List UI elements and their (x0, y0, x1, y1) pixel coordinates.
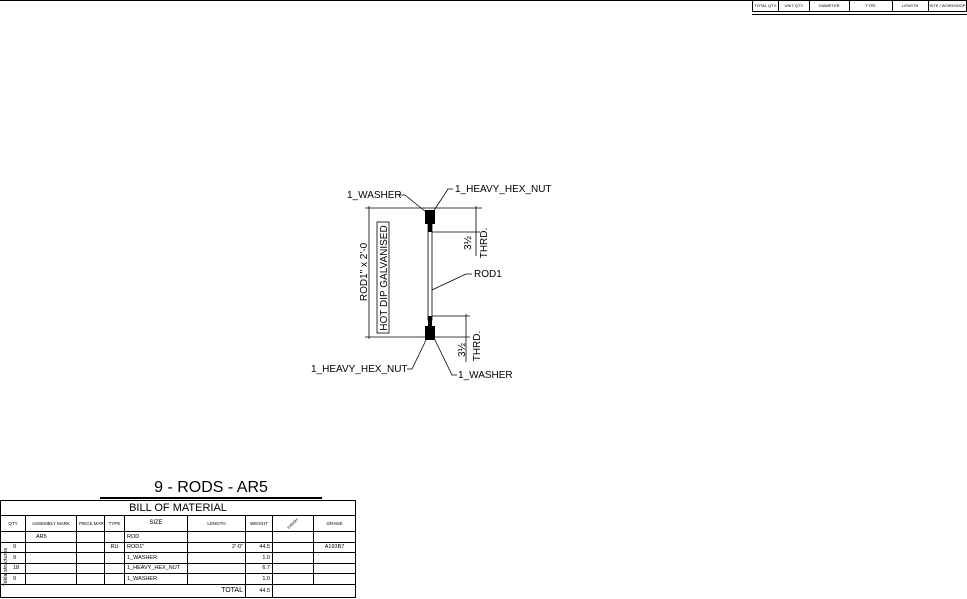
cell-piece (76, 531, 105, 543)
header-total-qty: TOTAL QTY. (753, 1, 780, 11)
thread-bottom-value: 3½ (457, 342, 468, 357)
cell-qty (0, 531, 26, 543)
cell-length (187, 531, 246, 543)
cell-length (187, 573, 246, 585)
cell-weight: 1.0 (245, 552, 273, 564)
label-nut-bottom: 1_HEAVY_HEX_NUT (311, 364, 408, 375)
cell-grade (312, 552, 357, 564)
header-length: LENGTH (893, 1, 929, 11)
col-size: SIZE (124, 515, 188, 532)
bom-header-row: QTY ASSEMBLY MARK PIECE MARK TYPE SIZE L… (0, 515, 357, 532)
thread-top-value: 3½ (463, 235, 474, 250)
tekla-side-label: Tekla structures (3, 547, 9, 587)
leader-rod (431, 273, 472, 291)
cell-piece (76, 573, 105, 585)
col-piece-mark: PIECE MARK (76, 515, 105, 532)
cell-grade (312, 573, 357, 585)
cell-type (104, 552, 125, 564)
cell-finish (272, 573, 314, 585)
total-spacer (0, 583, 188, 598)
cell-grade (312, 531, 357, 543)
cell-piece (76, 552, 105, 564)
cell-weight: 44.5 (245, 541, 273, 553)
top-nut-icon (425, 210, 435, 224)
cell-piece (76, 562, 105, 574)
cell-grade: A193B7 (312, 541, 357, 553)
bom-title: BILL OF MATERIAL (0, 500, 357, 516)
cell-assembly: AR5 (25, 531, 77, 543)
leader-nut-bottom (407, 337, 428, 370)
col-finish-label: FINISH (286, 517, 300, 530)
rod-body (427, 221, 433, 321)
finish-note: HOT DIP GALVANISED (379, 225, 390, 330)
cell-size: ROD (124, 531, 188, 543)
sheet-border-top (0, 0, 967, 1)
leader-washer-bottom (433, 337, 457, 376)
cell-length: 2'-0" (187, 541, 246, 553)
col-grade: GRADE (312, 515, 357, 532)
cell-length (187, 552, 246, 564)
cell-assembly (25, 562, 77, 574)
cell-weight: 6.7 (245, 562, 273, 574)
overall-dimension-text: ROD1" x 2'-0 (359, 242, 370, 301)
cell-size: 1_HEAVY_HEX_NUT (124, 562, 188, 574)
cell-type (104, 531, 125, 543)
cell-type: RU (104, 541, 125, 553)
cell-weight (245, 531, 273, 543)
cell-piece (76, 541, 105, 553)
finish-note-box (376, 221, 390, 334)
bottom-nut-icon (425, 326, 435, 340)
cell-finish (272, 541, 314, 553)
label-rod: ROD1 (474, 269, 502, 280)
cell-assembly (25, 552, 77, 564)
total-label: TOTAL (187, 583, 246, 598)
col-type: TYPE (104, 515, 125, 532)
thread-top-label: THRD. (479, 228, 490, 259)
cell-type (104, 573, 125, 585)
top-thread (428, 224, 432, 232)
header-type: TYPE (850, 1, 893, 11)
header-table: TOTAL QTY. UNIT QTY. DIAMETER TYPE LENGT… (752, 0, 967, 12)
bom-heading-underline (100, 497, 322, 499)
header-unit-qty: UNIT QTY. (779, 1, 810, 11)
cell-size: ROD1" (124, 541, 188, 553)
cell-length (187, 562, 246, 574)
cell-weight: 1.0 (245, 573, 273, 585)
label-washer-bottom: 1_WASHER (458, 370, 513, 381)
cell-type (104, 562, 125, 574)
bottom-thread (428, 316, 432, 326)
label-washer-top: 1_WASHER (347, 190, 402, 201)
header-underline (752, 14, 967, 15)
bom-heading: 9 - RODS - AR5 (154, 479, 268, 496)
cell-assembly (25, 541, 77, 553)
thread-bottom-label: THRD. (472, 331, 483, 362)
header-site-workshop: SITE / WORKSHOP (929, 3, 966, 8)
bill-of-material-table: BILL OF MATERIAL QTY ASSEMBLY MARK PIECE… (0, 500, 357, 598)
cell-size: 1_WASHER (124, 552, 188, 564)
col-length: LENGTH (187, 515, 246, 532)
col-qty: QTY (0, 515, 26, 532)
col-assembly-mark: ASSEMBLY MARK (25, 515, 77, 532)
total-value: 44.5 (245, 583, 273, 598)
col-finish: FINISH (272, 515, 314, 532)
cell-finish (272, 552, 314, 564)
header-diameter: DIAMETER (810, 1, 850, 11)
cell-size: 1_WASHER (124, 573, 188, 585)
total-row: TOTAL 44.5 (0, 583, 357, 598)
label-nut-top: 1_HEAVY_HEX_NUT (455, 184, 552, 195)
cell-finish (272, 531, 314, 543)
leader-washer-top (399, 194, 427, 213)
cell-finish (272, 562, 314, 574)
cell-grade (312, 562, 357, 574)
cell-assembly (25, 573, 77, 585)
leader-nut-top (432, 188, 453, 213)
col-weight: WEIGHT (245, 515, 273, 532)
total-blank (271, 583, 357, 598)
table-row: AR5 ROD (0, 531, 357, 543)
tekla-side-text: Tekla structures (1, 544, 11, 592)
